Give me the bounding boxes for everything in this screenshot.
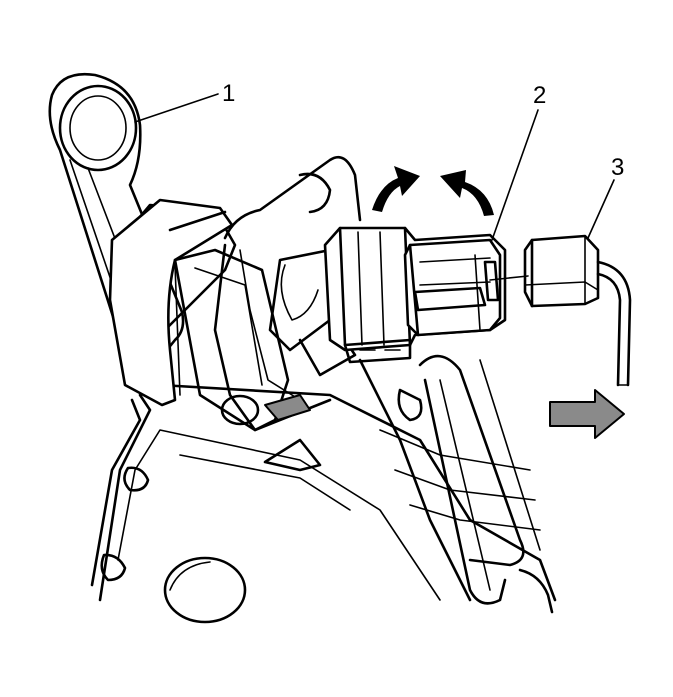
pedal-bracket	[90, 383, 557, 624]
mating-line	[489, 275, 529, 281]
curved-arrow-icon	[440, 170, 494, 216]
harness-connector	[523, 234, 632, 387]
callout-1: 1	[222, 80, 235, 107]
curved-arrow-icon	[372, 166, 420, 212]
callout-3-leader	[587, 179, 615, 239]
pedal-position-sensor	[48, 72, 290, 432]
callout-2-leader	[491, 109, 539, 241]
callout-1-leader	[134, 93, 219, 123]
right-arrow-icon	[549, 389, 625, 439]
callout-2: 2	[533, 82, 546, 109]
pedal-arm	[358, 354, 541, 605]
connector-lock	[403, 238, 502, 337]
callout-3: 3	[611, 154, 624, 181]
